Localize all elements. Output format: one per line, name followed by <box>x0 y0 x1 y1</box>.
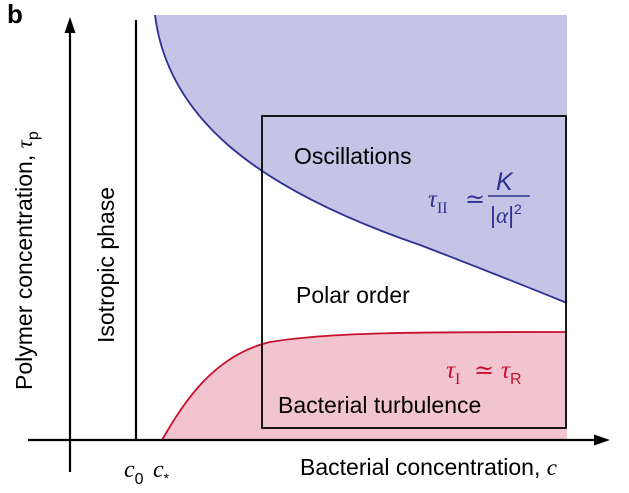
tau-II-den-alpha: α <box>496 203 509 228</box>
tick-c0: c0 <box>124 457 144 488</box>
tau-II-approx: ≃ <box>465 187 485 213</box>
tau-I-rhs: τR <box>501 357 522 388</box>
x-axis-label: Bacterial concentration, c <box>300 454 557 480</box>
tau-II-symbol: τ <box>428 186 438 213</box>
tau-I-equation: τI ≃ τR <box>446 357 522 388</box>
y-axis-symbol: τ <box>12 139 37 148</box>
x-axis-label-text: Bacterial concentration, <box>300 454 547 480</box>
tick-cstar: c* <box>153 457 170 486</box>
tau-II-denominator: |α|2 <box>490 201 522 228</box>
x-axis-symbol: c <box>547 455 557 480</box>
y-axis-label-text: Polymer concentration, <box>11 148 37 390</box>
inset-box <box>261 115 567 429</box>
turbulence-boundary-line <box>161 331 568 441</box>
isotropic-phase-label: Isotropic phase <box>93 187 119 343</box>
x-axis-arrowhead <box>594 434 610 446</box>
bacterial-turbulence-label: Bacterial turbulence <box>278 392 481 418</box>
tau-II-den-exp: 2 <box>514 201 522 217</box>
tau-II-den-bar-open: | <box>490 202 496 228</box>
tau-II-numerator: K <box>496 168 514 196</box>
oscillations-boundary-line <box>154 14 568 304</box>
tick-c0-symbol: c <box>124 457 135 483</box>
tau-II-sub: II <box>437 200 448 217</box>
tau-I-lhs: τI <box>446 357 460 388</box>
panel-label: b <box>7 0 23 29</box>
tick-cstar-sub: * <box>164 470 170 486</box>
tick-cstar-symbol: c <box>153 457 164 483</box>
tau-II-lhs: τII <box>428 186 448 217</box>
oscillations-region <box>155 15 567 303</box>
tau-I-approx: ≃ <box>474 358 494 384</box>
turbulence-region <box>162 332 567 440</box>
polar-order-label: Polar order <box>296 282 410 308</box>
tau-R-symbol: τ <box>501 357 511 384</box>
y-axis-arrowhead <box>64 17 76 33</box>
tau-I-symbol: τ <box>446 357 456 384</box>
tau-I-sub: I <box>455 371 460 388</box>
y-axis-label: Polymer concentration, τp <box>11 131 42 390</box>
tick-c0-sub: 0 <box>135 471 144 488</box>
tau-II-equation: τII ≃ K |α|2 <box>428 168 530 228</box>
tau-R-sub: R <box>510 371 522 388</box>
y-axis-subscript: p <box>25 131 42 140</box>
tau-II-den-bar-close: | <box>508 202 514 228</box>
oscillations-label: Oscillations <box>294 143 412 169</box>
